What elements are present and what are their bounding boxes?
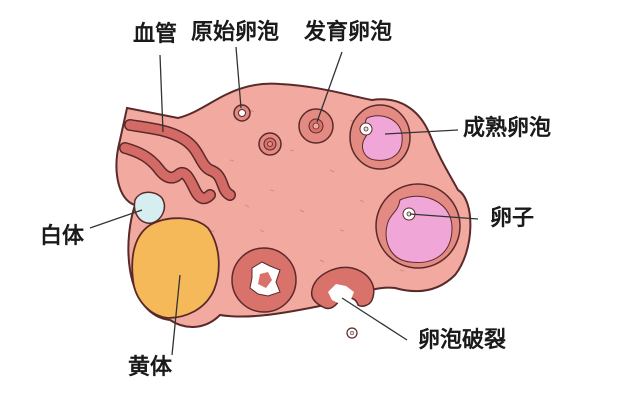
blood-vessels — [119, 119, 236, 205]
released-ovum — [346, 327, 358, 339]
primordial-follicle — [233, 104, 251, 122]
leader-lines — [89, 46, 479, 356]
label-primordial-follicle: 原始卵泡 — [191, 20, 280, 45]
label-ovum: 卵子 — [490, 206, 535, 231]
small-follicle — [258, 132, 282, 156]
mature-follicle — [349, 104, 411, 170]
label-follicle-rupture: 卵泡破裂 — [418, 328, 507, 353]
label-blood-vessel: 血管 — [133, 22, 178, 47]
label-mature-follicle: 成熟卵泡 — [463, 116, 552, 141]
atretic-follicle — [231, 247, 297, 313]
label-corpus-albicans: 白体 — [40, 224, 85, 249]
label-developing-follicle: 发育卵泡 — [304, 20, 393, 45]
large-follicle — [375, 183, 461, 269]
ruptured-follicle — [310, 266, 375, 310]
corpus-albicans — [133, 191, 166, 224]
label-corpus-luteum: 黄体 — [128, 355, 173, 380]
corpus-luteum — [131, 217, 220, 319]
developing-follicle — [298, 108, 334, 144]
